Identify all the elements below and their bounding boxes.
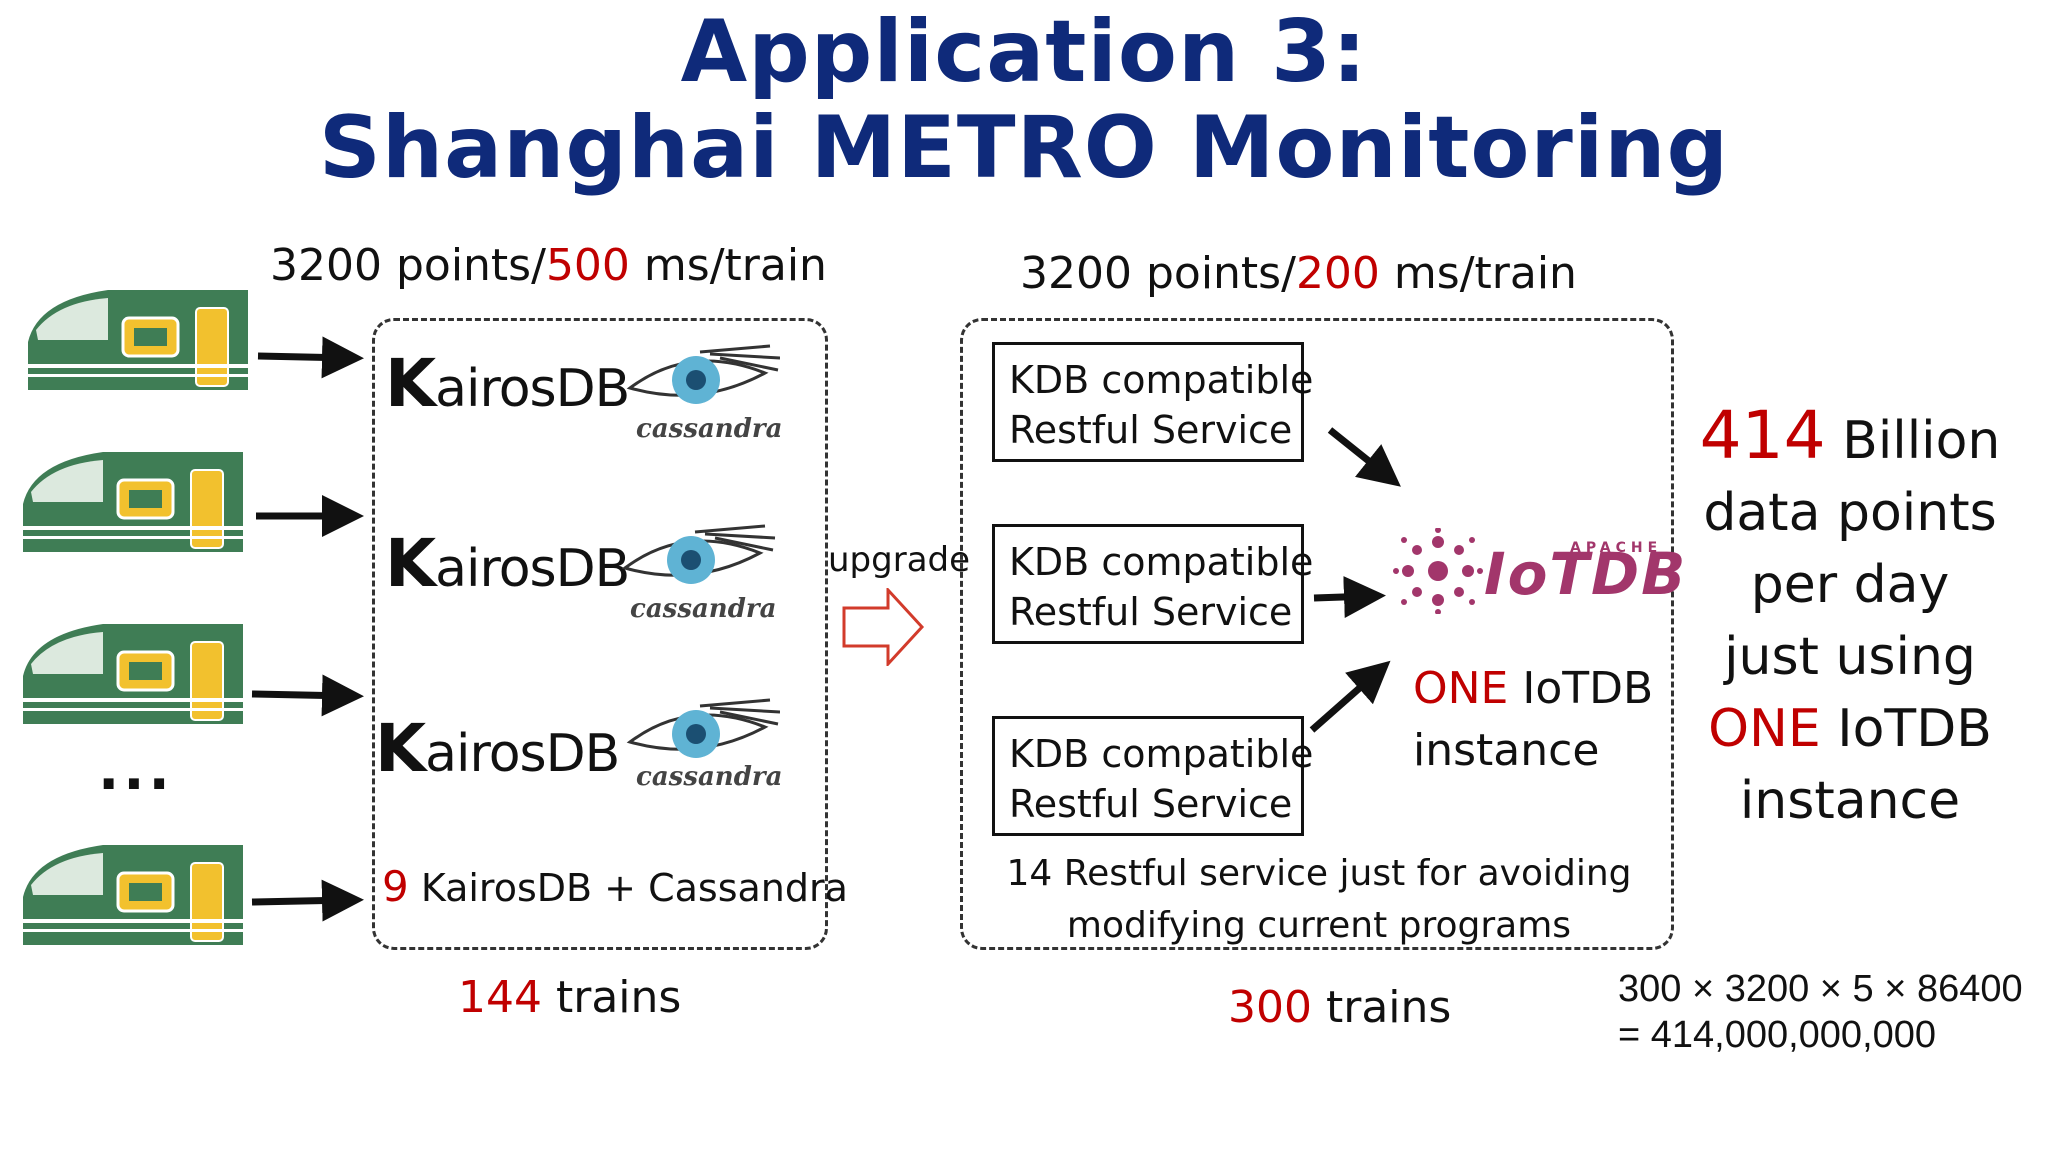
cassandra-eye-icons [621, 344, 780, 758]
cassandra-label: cassandra [630, 594, 777, 624]
kairosdb-logo: KairosDB [385, 345, 630, 422]
left-trains-label: 144 trains [458, 972, 682, 1023]
right-trains-label: 300 trains [1228, 982, 1452, 1033]
iotdb-cluster-box [960, 318, 1674, 950]
instance-label: ONE IoTDB instance [1413, 663, 1654, 776]
kairosdb-logo: KairosDB [385, 525, 630, 602]
title-line-1: Application 3: [680, 2, 1368, 102]
kdb-service-box: KDB compatible Restful Service [992, 716, 1313, 836]
cassandra-label: cassandra [636, 762, 783, 792]
restful-note: 14 Restful service just for avoiding mod… [1006, 853, 1632, 946]
cassandra-eye-icon [626, 698, 780, 758]
cassandra-eye-icon [621, 524, 776, 584]
arrow-right-icon [251, 674, 364, 717]
train-icon-1 [26, 288, 248, 392]
kdb-service-box: KDB compatible Restful Service [992, 524, 1313, 644]
summary-text: 414 Billion data points per day just usi… [1699, 397, 2001, 832]
calculation-formula: 300 × 3200 × 5 × 86400 = 414,000,000,000 [1618, 968, 2023, 1056]
train-ellipsis: ... [98, 738, 174, 803]
left-rate-label: 3200 points/500 ms/train [270, 240, 827, 291]
upgrade-label: upgrade [828, 540, 971, 580]
service-arrows [1309, 427, 1401, 733]
train-arrows [251, 336, 364, 922]
arrow-up-right-icon [1309, 660, 1391, 733]
kairosdb-logo: KairosDB [375, 710, 620, 787]
train-icon-3 [21, 622, 245, 726]
iotdb-flower-icon [1393, 528, 1483, 614]
page-title: Application 3: Shanghai METRO Monitoring [0, 4, 2048, 196]
iotdb-apache-label: APACHE [1570, 540, 1663, 556]
kairos-cluster-box [372, 318, 828, 950]
title-line-2: Shanghai METRO Monitoring [318, 98, 1730, 198]
arrow-down-right-icon [1327, 427, 1401, 487]
arrow-right-icon [1313, 575, 1386, 618]
train-icon-2 [21, 450, 245, 554]
upgrade-arrow-icon [842, 588, 925, 666]
arrow-right-icon [257, 336, 364, 379]
cluster-count-label: 9 KairosDB + Cassandra [382, 862, 848, 911]
train-icons [21, 288, 248, 947]
kdb-service-box: KDB compatible Restful Service [992, 342, 1313, 462]
right-rate-label: 3200 points/200 ms/train [1020, 248, 1577, 299]
arrow-right-icon [251, 879, 364, 922]
cassandra-eye-icon [626, 344, 780, 404]
iotdb-logo-text: IoTDB [1484, 540, 1688, 608]
cassandra-label: cassandra [636, 414, 783, 444]
train-icon-4 [21, 843, 245, 947]
